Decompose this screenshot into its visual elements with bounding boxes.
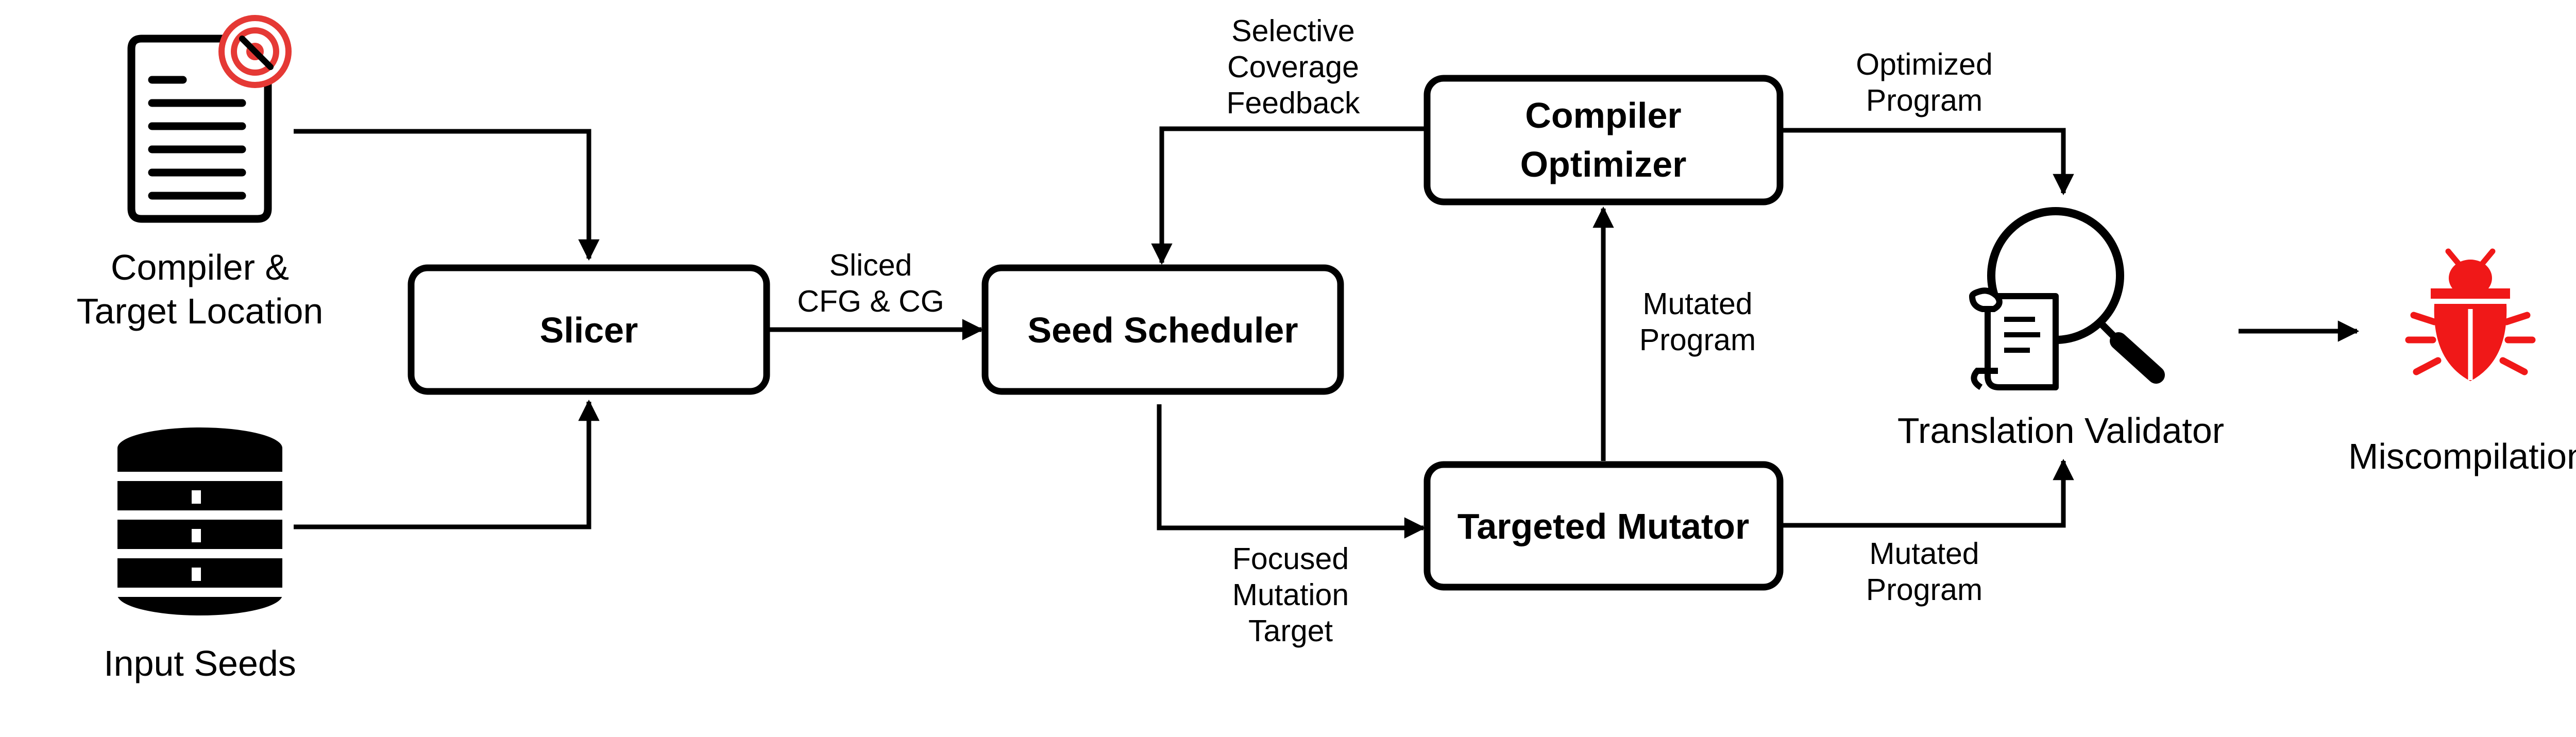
flow-connectors: [294, 126, 2360, 539]
translation-validator-node: Translation Validator: [1897, 207, 2224, 451]
targeted-mutator-node: Targeted Mutator: [1423, 461, 1784, 591]
target-icon: [218, 15, 292, 88]
compiler-target-input: Compiler & Target Location: [77, 15, 324, 331]
edge-label-mutated-right-line1: Mutated: [1869, 537, 1979, 571]
edge-label-feedback-line2: Coverage: [1227, 50, 1359, 84]
seed-scheduler-node: Seed Scheduler: [981, 264, 1344, 395]
input-seeds-label: Input Seeds: [104, 643, 296, 683]
compiler-optimizer-label-line2: Optimizer: [1520, 144, 1687, 184]
connector-compiler-to-slicer: [294, 129, 600, 261]
connector-seeds-to-slicer: [294, 399, 600, 529]
compiler-optimizer-label-line1: Compiler: [1525, 95, 1681, 135]
edge-label-optimized: Optimized Program: [1856, 47, 1993, 117]
slicer-label: Slicer: [540, 310, 638, 350]
slicer-node: Slicer: [408, 264, 770, 395]
compiler-target-label-line2: Target Location: [77, 291, 324, 331]
edge-label-focused-line1: Focused: [1232, 542, 1349, 576]
edge-label-feedback-line1: Selective: [1231, 14, 1354, 48]
connector-mutator-to-validator: [1780, 458, 2074, 528]
edge-label-focused-line3: Target: [1248, 614, 1333, 648]
bug-icon: [2405, 248, 2536, 381]
miscompilations-label: Miscompilations: [2348, 436, 2576, 476]
edge-label-mutated-right-line2: Program: [1866, 573, 1982, 607]
magnifier-scroll-icon: [1969, 207, 2165, 390]
edge-label-sliced-line1: Sliced: [829, 248, 912, 282]
connector-optimizer-to-validator: [1780, 128, 2074, 196]
compiler-target-label-line1: Compiler &: [111, 247, 289, 287]
edge-label-focused-line2: Mutation: [1232, 578, 1349, 612]
connector-optimizer-feedback-to-scheduler: [1151, 126, 1427, 265]
edge-label-sliced: Sliced CFG & CG: [797, 248, 944, 318]
compiler-optimizer-node: Compiler Optimizer: [1423, 75, 1784, 205]
translation-validator-label: Translation Validator: [1897, 410, 2224, 451]
edge-label-mutated-up-line1: Mutated: [1642, 287, 1752, 321]
document-icon: [127, 35, 272, 223]
edge-label-focused: Focused Mutation Target: [1232, 542, 1349, 648]
input-seeds: Input Seeds: [104, 427, 296, 683]
miscompilations-node: Miscompilations: [2348, 248, 2576, 476]
edge-label-feedback-line3: Feedback: [1226, 86, 1360, 120]
edge-label-optimized-line1: Optimized: [1856, 47, 1993, 81]
database-icon: [117, 427, 282, 615]
connector-scheduler-to-mutator: [1157, 404, 1426, 539]
edge-label-optimized-line2: Program: [1866, 83, 1982, 117]
edge-label-mutated-right: Mutated Program: [1866, 537, 1982, 607]
edge-label-feedback: Selective Coverage Feedback: [1226, 14, 1360, 120]
edge-label-mutated-up: Mutated Program: [1639, 287, 1756, 357]
seed-scheduler-label: Seed Scheduler: [1027, 310, 1298, 350]
targeted-mutator-label: Targeted Mutator: [1458, 506, 1750, 546]
edge-label-mutated-up-line2: Program: [1639, 323, 1756, 357]
edge-label-sliced-line2: CFG & CG: [797, 284, 944, 318]
